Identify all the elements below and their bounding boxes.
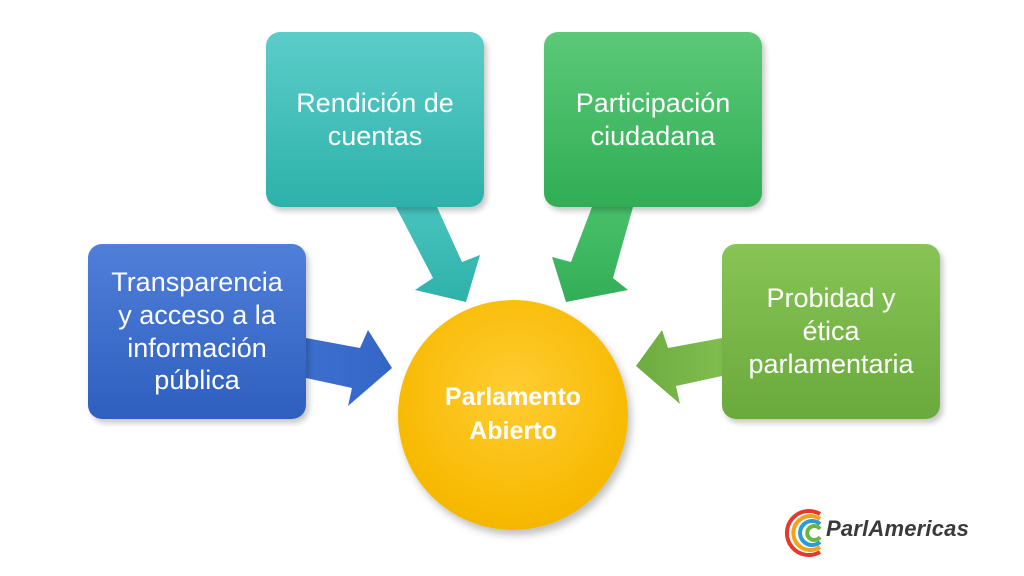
center-line: Abierto	[469, 417, 557, 445]
arrow-probidad	[636, 330, 722, 404]
node-probidad-line: parlamentaria	[748, 348, 914, 379]
center-line: Parlamento	[444, 383, 582, 412]
arrow-transparencia	[306, 330, 392, 406]
node-transparencia: Transparencia y acceso a la información …	[88, 244, 306, 419]
logo-arcs-icon	[784, 509, 822, 557]
center-node-parlamento-abierto: Parlamento Abierto	[398, 300, 628, 530]
node-transparencia-line: información	[127, 332, 267, 363]
node-participacion-line: ciudadana	[590, 120, 716, 151]
node-participacion-line: Participación	[575, 87, 731, 118]
node-probidad-line: Probidad y	[766, 283, 896, 314]
node-transparencia-line: pública	[154, 365, 240, 396]
arrow-participacion	[552, 207, 633, 302]
node-rendicion-line: cuentas	[327, 120, 423, 151]
node-transparencia-line: Transparencia	[111, 266, 283, 297]
node-participacion-ciudadana: Participación ciudadana	[544, 32, 762, 207]
node-probidad: Probidad y ética parlamentaria	[722, 244, 940, 419]
arrow-rendicion	[396, 207, 480, 302]
parlamericas-logo: ParlAmericas	[780, 506, 1000, 558]
node-rendicion-de-cuentas: Rendición de cuentas	[266, 32, 484, 207]
node-transparencia-line: y acceso a la	[118, 299, 276, 330]
node-rendicion-line: Rendición de	[296, 87, 454, 118]
node-probidad-line: ética	[802, 316, 860, 347]
logo-text: ParlAmericas	[826, 516, 970, 541]
